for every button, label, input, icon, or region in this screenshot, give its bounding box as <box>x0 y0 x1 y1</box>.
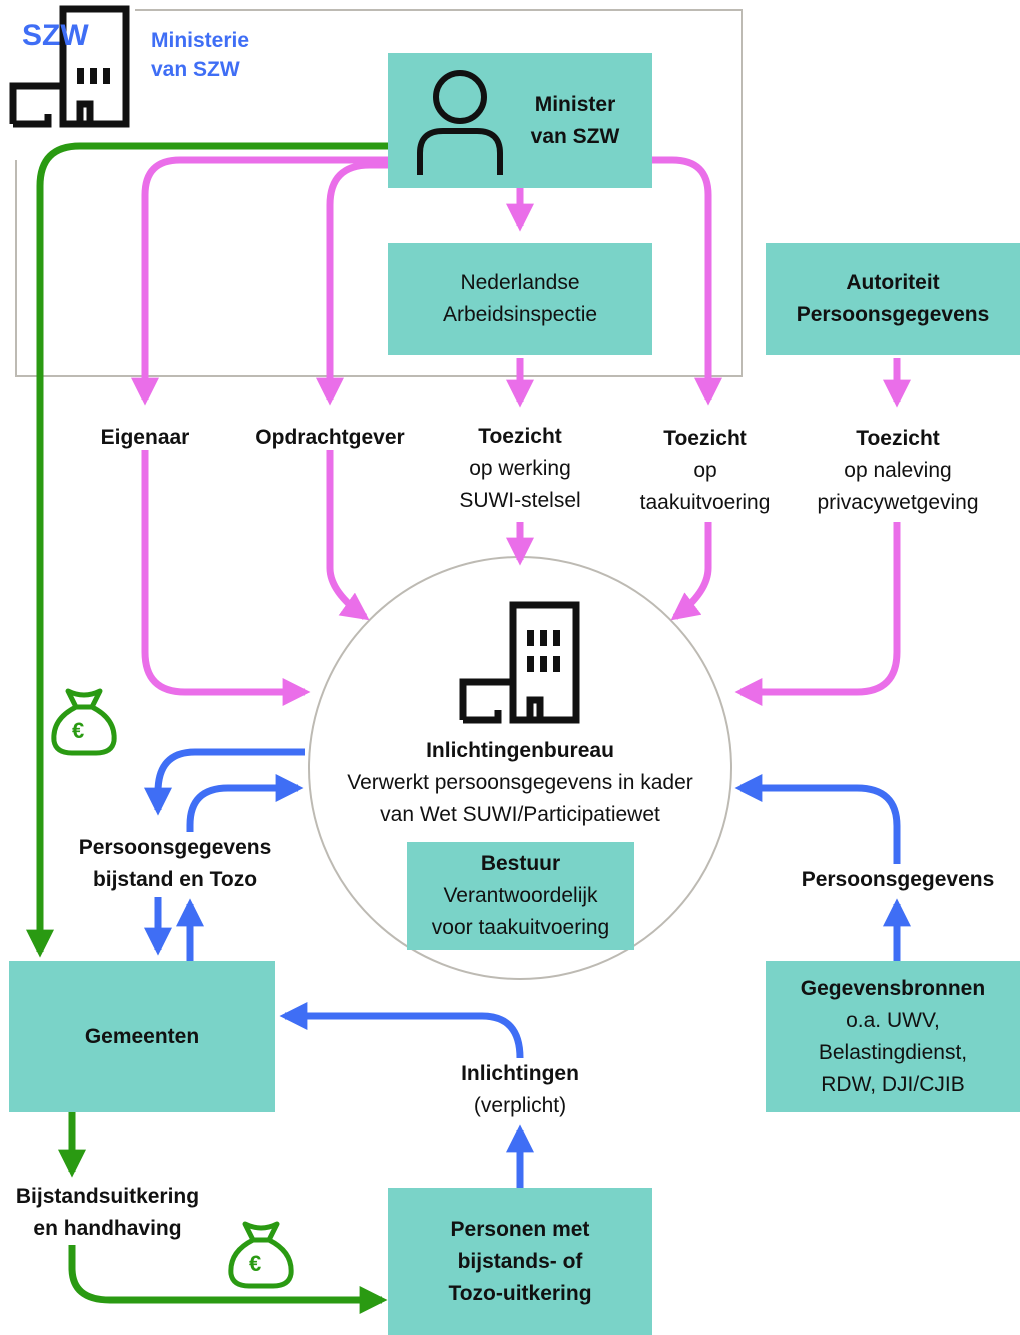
bestuur-box: Bestuur Verantwoordelijk voor taakuitvoe… <box>407 842 634 950</box>
arrow-pg-to-bureau-right <box>734 774 901 864</box>
money-euro-symbol: € <box>72 718 85 743</box>
bureau-building-icon <box>459 601 580 724</box>
gemeenten-box: Gemeenten <box>9 961 275 1112</box>
ministry-title: Ministerie van SZW <box>151 29 250 81</box>
arrow-taak <box>652 156 722 406</box>
arrow-bureau-to-pg <box>144 748 305 816</box>
label-persoonsgegevens: Persoonsgegevens <box>801 868 995 891</box>
label-eigenaar: Eigenaar <box>100 426 190 449</box>
money-bag-icon <box>51 688 117 756</box>
label-toezicht-taak: Toezicht op taakuitvoering <box>639 427 771 514</box>
ap-box: Autoriteit Persoonsgegevens <box>766 243 1020 355</box>
money-bag-icon-bottom <box>228 1221 294 1289</box>
label-toezicht-suwi: Toezicht op werking SUWI-stelsel <box>459 425 581 512</box>
arrow-opdrachtgever <box>316 161 388 406</box>
inspectie-box: Nederlandse Arbeidsinspectie <box>388 243 652 355</box>
arrow-opdrachtgever-to-bureau <box>326 450 370 621</box>
arrow-inlichtingen-to-gemeenten <box>279 1002 524 1059</box>
szw-building-icon <box>9 5 130 128</box>
bureau-text: Inlichtingenbureau Verwerkt persoonsgege… <box>347 739 693 826</box>
label-bijstandsuitkering: Bijstandsuitkering en handhaving <box>15 1185 200 1240</box>
szw-logo-text: SZW <box>22 19 89 52</box>
arrow-taak-to-bureau <box>670 522 712 621</box>
label-toezicht-privacy: Toezicht op naleving privacywetgeving <box>817 427 979 514</box>
personen-box: Personen met bijstands- of Tozo-uitkerin… <box>388 1188 652 1335</box>
bronnen-box: Gegevensbronnen o.a. UWV, Belastingdiens… <box>766 961 1020 1112</box>
label-opdrachtgever: Opdrachtgever <box>255 426 405 449</box>
minister-label: Minister van SZW <box>530 93 620 148</box>
ministry-frame <box>15 9 743 377</box>
minister-box: Minister van SZW <box>388 53 652 188</box>
arrow-minister-gemeenten <box>25 142 388 958</box>
arrow-pg-to-bureau <box>186 774 304 832</box>
money-euro-symbol-bottom: € <box>249 1251 262 1276</box>
arrow-to-personen <box>68 1245 388 1314</box>
person-icon <box>417 70 503 175</box>
label-persoonsgegevens-bijstand: Persoonsgegevens bijstand en Tozo <box>78 836 272 891</box>
arrow-privacy-bureau <box>734 522 901 706</box>
label-inlichtingen: Inlichtingen (verplicht) <box>461 1062 579 1117</box>
arrow-eigenaar-to-bureau <box>141 450 311 706</box>
arrow-eigenaar <box>131 156 388 406</box>
